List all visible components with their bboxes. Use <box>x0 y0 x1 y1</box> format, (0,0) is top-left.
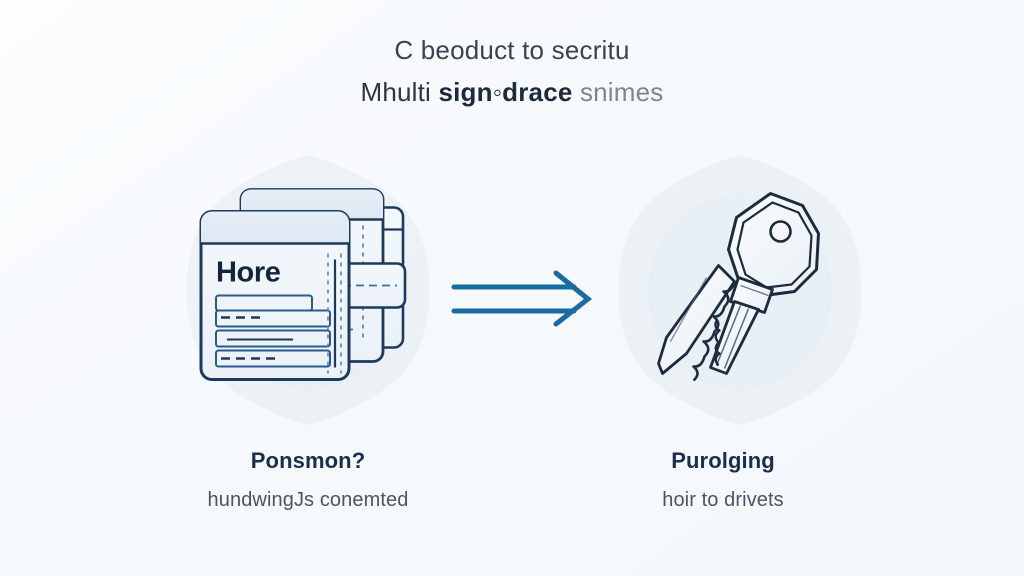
title-line-2-lead: Mhulti <box>360 76 439 107</box>
document-card-front: Hore <box>199 210 351 381</box>
left-caption-title: Ponsmon? <box>250 448 366 473</box>
double-line-right-arrow-icon <box>451 270 593 327</box>
left-panel: Hore <box>128 140 488 440</box>
title-line-1: C beoduct to secritu <box>394 35 630 65</box>
page-title: C beoduct to secritu Mhulti sign◦drace s… <box>0 34 1024 108</box>
stacked-documents-icon: Hore <box>199 188 407 381</box>
title-line-2-accent: sign◦drace <box>438 76 573 107</box>
right-caption-title: Purolging <box>671 448 775 473</box>
left-caption: Ponsmon? hundwingJs conemted <box>108 448 508 512</box>
right-panel <box>560 140 920 440</box>
left-caption-subtitle: hundwingJs conemted <box>207 489 409 512</box>
right-caption-subtitle: hoir to drivets <box>662 489 784 512</box>
key-blade <box>709 276 774 375</box>
title-line-2: Mhulti sign◦drace snimes <box>0 76 1024 109</box>
key-head <box>727 192 820 297</box>
right-caption: Purolging hoir to drivets <box>523 448 923 512</box>
keys-icon <box>657 192 820 382</box>
document-content-lines <box>215 294 331 368</box>
document-title-text: Hore <box>216 257 281 289</box>
title-line-2-tail: snimes <box>572 76 664 107</box>
key-rear <box>657 264 736 382</box>
